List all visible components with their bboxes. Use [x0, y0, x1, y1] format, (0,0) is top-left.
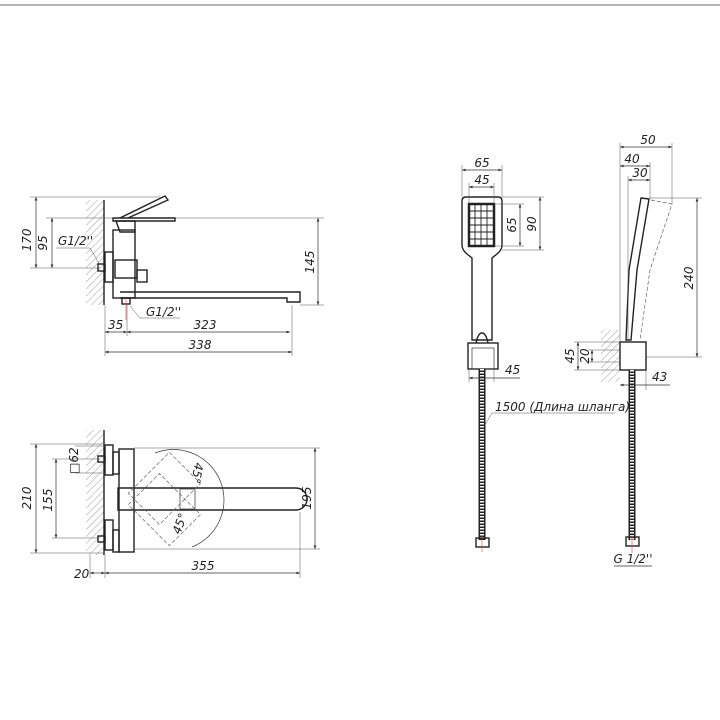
handle-rotated-down [127, 451, 201, 525]
shower-holder [467, 342, 499, 370]
mixer-side-view: 170 95 G1/2'' 145 G1/2'' 35 323 338 [20, 195, 324, 356]
dim-338: 338 [189, 338, 212, 352]
flange-size-label: □62 [67, 447, 81, 474]
inlet-fitting [97, 263, 106, 272]
dim-spray-width: 45 [474, 173, 489, 187]
shower-handle-tilted [639, 199, 673, 341]
mixer-body [112, 229, 136, 299]
dim-155: 155 [41, 489, 55, 512]
handle-rotated-up [127, 473, 201, 547]
lever-handle [119, 195, 170, 219]
thread-label: G 1/2'' [613, 552, 652, 566]
rotation-arc [154, 449, 225, 548]
dim-depth-handle: 30 [632, 166, 648, 180]
angle-upper-label: 45° [188, 461, 205, 484]
dim-323: 323 [194, 318, 217, 332]
wall-hatch [86, 200, 104, 305]
dim-length: 240 [682, 266, 696, 289]
spout [117, 487, 308, 511]
hand-shower-side-view: 50 40 30 240 45 20 43 G 1/2'' [563, 133, 702, 567]
wall-hatch [86, 430, 104, 555]
hose-nut [475, 537, 490, 548]
wall-flange [104, 251, 114, 283]
hand-shower-front-view: 65 45 65 90 45 1500 (Длина шланга) [461, 156, 630, 552]
dim-depth-total: 50 [640, 133, 656, 147]
lever-plate [112, 217, 176, 222]
dim-210: 210 [20, 486, 34, 509]
spout [120, 291, 301, 303]
mixer-top-view: 45° 45° 210 155 □62 195 20 355 [20, 430, 320, 581]
hose-length-label: 1500 (Длина шланга) [495, 400, 630, 414]
dim-spray-height: 65 [505, 217, 519, 232]
thread-inlet-label: G1/2'' [58, 234, 93, 248]
dim-95: 95 [36, 235, 50, 250]
dim-holder-width: 45 [505, 363, 520, 377]
angle-lower-label: 45° [170, 511, 190, 536]
dim-35: 35 [108, 318, 123, 332]
dim-holder-inner: 20 [578, 348, 592, 364]
dim-195: 195 [300, 487, 314, 510]
dim-holder-depth: 43 [652, 370, 667, 384]
dim-145: 145 [303, 251, 317, 274]
dim-20: 20 [74, 567, 90, 581]
dim-holder-height: 45 [563, 348, 577, 363]
dim-355: 355 [192, 559, 215, 573]
dim-170: 170 [20, 228, 34, 251]
dim-head-height: 90 [525, 216, 539, 232]
wall-hatch [601, 330, 620, 382]
thread-outlet-label: G1/2'' [146, 305, 181, 319]
shower-head [461, 196, 503, 341]
mixer-body [118, 448, 135, 553]
shower-handle-side [625, 197, 650, 341]
dim-depth-mid: 40 [624, 152, 640, 166]
dim-head-width: 65 [474, 156, 489, 170]
shower-holder-side [619, 341, 647, 371]
